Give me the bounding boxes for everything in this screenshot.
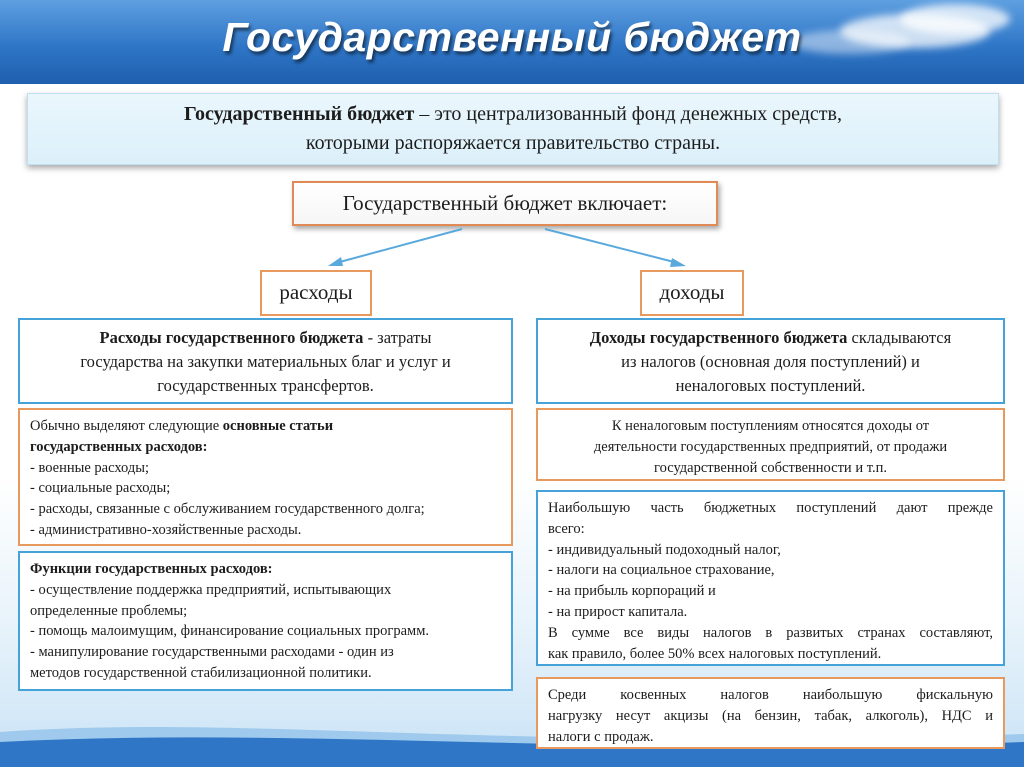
tax-revenues-line: В сумме все виды налогов в развитых стра… xyxy=(548,624,993,641)
list-item: - административно-хозяйственные расходы. xyxy=(30,521,302,538)
includes-box: Государственный бюджет включает: xyxy=(292,181,718,226)
bottom-wave-decoration xyxy=(0,727,1024,767)
expense-items-box: Обычно выделяют следующие основные стать… xyxy=(18,408,513,546)
expenses-definition-box: Расходы государственного бюджета - затра… xyxy=(18,318,513,404)
non-tax-revenues-box: К неналоговым поступлениям относятся дох… xyxy=(536,408,1005,481)
title-banner: Государственный бюджет xyxy=(0,0,1024,84)
list-item: - военные расходы; xyxy=(30,459,149,476)
definition-line-1: Государственный бюджет – это централизов… xyxy=(28,100,998,129)
expenses-def-line-2: государства на закупки материальных благ… xyxy=(80,352,451,371)
revenues-def-term: Доходы государственного бюджета xyxy=(589,328,848,347)
arrow-right xyxy=(544,228,679,264)
definition-box: Государственный бюджет – это централизов… xyxy=(27,93,999,165)
non-tax-line: деятельности государственных предприятий… xyxy=(593,438,948,455)
revenues-def-text: складываются xyxy=(847,328,952,347)
indirect-taxes-box: Среди косвенных налогов наибольшую фиска… xyxy=(536,677,1005,749)
list-item: методов государственной стабилизационной… xyxy=(30,664,372,681)
list-item: - расходы, связанные с обслуживанием гос… xyxy=(30,501,425,518)
list-item: - на прирост капитала. xyxy=(548,603,688,620)
expense-items-intro: Обычно выделяют следующие основные стать… xyxy=(30,416,501,437)
page-title: Государственный бюджет xyxy=(222,14,802,60)
list-item: - помощь малоимущим, финансирование соци… xyxy=(30,623,430,640)
list-item: - социальные расходы; xyxy=(30,480,171,497)
list-item: - налоги на социальное страхование, xyxy=(548,562,775,579)
expenses-def-text: - затраты xyxy=(363,328,432,347)
indirect-taxes-line: нагрузку несут акцизы (на бензин, табак,… xyxy=(548,707,993,724)
expense-items-intro-text: Обычно выделяют следующие xyxy=(30,418,223,434)
tax-revenues-line: всего: xyxy=(548,520,585,537)
definition-line-2: которыми распоряжается правительство стр… xyxy=(305,132,721,154)
expense-items-bold-2: государственных расходов: xyxy=(30,438,208,455)
definition-text: – это централизованный фонд денежных сре… xyxy=(414,103,842,125)
arrow-right-head xyxy=(670,258,686,267)
tax-revenues-line: Наибольшую часть бюджетных поступлений д… xyxy=(548,500,993,516)
indirect-taxes-line: налоги с продаж. xyxy=(548,728,654,745)
revenues-def-line-3: неналоговых поступлений. xyxy=(675,376,866,395)
list-item: - манипулирование государственными расхо… xyxy=(30,644,394,661)
revenues-def-line-1: Доходы государственного бюджета складыва… xyxy=(546,326,995,350)
expenses-label-box: расходы xyxy=(260,270,372,316)
expense-items-bold-1: основные статьи xyxy=(222,418,334,434)
list-item: - на прибыль корпораций и xyxy=(548,583,716,600)
non-tax-line: К неналоговым поступлениям относятся дох… xyxy=(611,418,930,434)
revenues-label-box: доходы xyxy=(640,270,744,316)
tax-revenues-box: Наибольшую часть бюджетных поступлений д… xyxy=(536,490,1005,666)
arrow-left xyxy=(335,228,463,264)
definition-term: Государственный бюджет xyxy=(184,103,415,125)
list-item: - осуществление поддержка предприятий, и… xyxy=(30,581,392,598)
tax-revenues-line: как правило, более 50% всех налоговых по… xyxy=(548,645,882,662)
list-item: - индивидуальный подоходный налог, xyxy=(548,541,781,558)
expense-functions-title: Функции государственных расходов: xyxy=(30,561,273,577)
expense-functions-box: Функции государственных расходов: - осущ… xyxy=(18,551,513,691)
cloud-decoration xyxy=(900,4,1010,34)
expenses-def-term: Расходы государственного бюджета xyxy=(99,328,364,347)
non-tax-line: государственной собственности и т.п. xyxy=(654,459,887,476)
cloud-decoration xyxy=(790,30,910,54)
list-item: определенные проблемы; xyxy=(30,602,188,619)
expenses-def-line-1: Расходы государственного бюджета - затра… xyxy=(28,326,503,350)
arrow-left-head xyxy=(328,257,343,266)
indirect-taxes-line: Среди косвенных налогов наибольшую фиска… xyxy=(548,687,993,703)
revenues-def-line-2: из налогов (основная доля поступлений) и xyxy=(621,352,920,371)
revenues-definition-box: Доходы государственного бюджета складыва… xyxy=(536,318,1005,404)
expenses-def-line-3: государственных трансфертов. xyxy=(157,376,374,395)
